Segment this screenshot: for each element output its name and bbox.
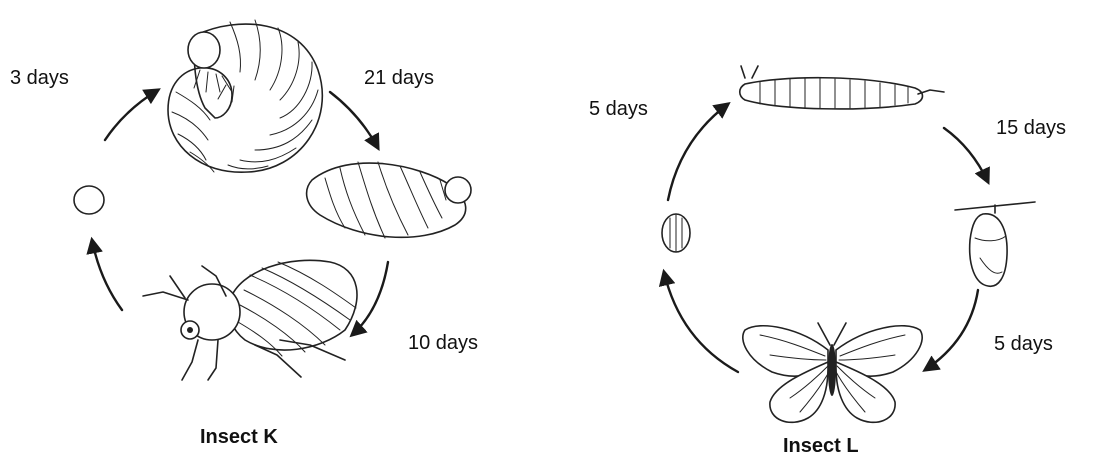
insect-l-egg-drawing: [662, 214, 690, 252]
insect-l-arrow-pupa-to-adult: [925, 290, 978, 370]
insect-k-duration-3: 10 days: [408, 332, 478, 354]
insect-l-adult-drawing: [743, 323, 922, 422]
insect-l-duration-2: 15 days: [996, 117, 1066, 139]
insect-k-adult-drawing: [143, 260, 357, 380]
insect-l-duration-1: 5 days: [589, 98, 648, 120]
insect-k-arrow-adult-to-egg: [92, 240, 122, 310]
insect-k-duration-1: 3 days: [10, 67, 69, 89]
insect-l-arrow-egg-to-larva: [668, 104, 728, 200]
insect-l-larva-drawing: [740, 66, 944, 109]
insect-l-arrow-adult-to-egg: [664, 272, 738, 372]
insect-k-pupa-drawing: [307, 162, 471, 238]
insect-k-egg-drawing: [74, 186, 104, 214]
insect-k-cycle: 3 days 21 days 10 days Insect K: [10, 20, 478, 448]
insect-l-pupa-drawing: [955, 202, 1035, 286]
insect-k-larva-drawing: [168, 20, 322, 172]
insect-l-arrow-larva-to-pupa: [944, 128, 988, 182]
insect-l-duration-3: 5 days: [994, 333, 1053, 355]
insect-k-arrow-egg-to-larva: [105, 90, 158, 140]
insect-k-title: Insect K: [200, 426, 278, 448]
insect-k-duration-2: 21 days: [364, 67, 434, 89]
insect-l-cycle: 5 days 15 days 5 days Insect L: [589, 66, 1066, 457]
insect-k-arrow-larva-to-pupa: [330, 92, 378, 148]
insect-l-title: Insect L: [783, 435, 859, 457]
